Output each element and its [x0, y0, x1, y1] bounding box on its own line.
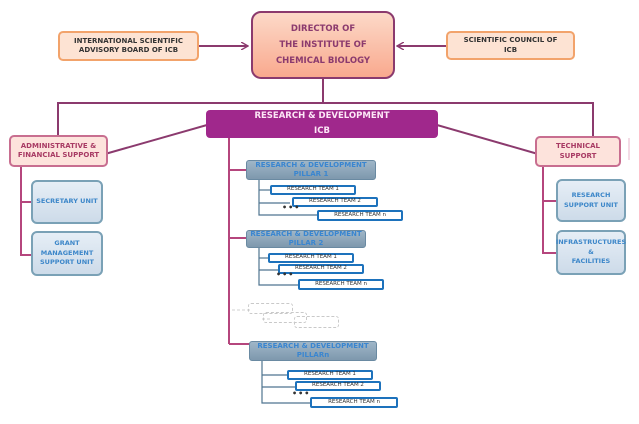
pillar-2-ellipsis: •••	[276, 270, 295, 279]
pillar-1-team-n: RESEARCH TEAM n	[317, 210, 403, 221]
grant-line-3: SUPPORT UNIT	[40, 258, 94, 267]
pillar-1-box: RESEARCH & DEVELOPMENT PILLAR 1	[246, 160, 376, 180]
scientific-council-line-1: SCIENTIFIC COUNCIL OF	[463, 36, 558, 45]
team-label: RESEARCH TEAM n	[328, 398, 380, 405]
grant-management-unit-box: GRANT MANAGEMENT SUPPORT UNIT	[31, 231, 103, 276]
rd-to-admin-line	[104, 124, 208, 155]
admin-line-2: FINANCIAL SUPPORT	[17, 151, 100, 159]
pillar-1-team-1: RESEARCH TEAM 1	[270, 185, 356, 195]
pillar-2-team-2: RESEARCH TEAM 2	[278, 264, 364, 274]
rd-line-2: ICB	[314, 126, 330, 136]
director-box: DIRECTOR OF THE INSTITUTE OF CHEMICAL BI…	[251, 11, 395, 79]
pillar-n-line-1: RESEARCH & DEVELOPMENT	[257, 341, 369, 350]
tech-units-line	[542, 165, 557, 254]
placeholder-team-box	[263, 312, 307, 323]
pillar-1-line-2: PILLAR 1	[293, 170, 329, 178]
technical-support-box: TECHNICAL SUPPORT	[535, 136, 621, 167]
secretary-unit-label: SECRETARY UNIT	[36, 197, 98, 206]
team-label: RESEARCH TEAM 1	[304, 371, 356, 378]
technical-line-2: SUPPORT	[559, 151, 597, 160]
scientific-council-box: SCIENTIFIC COUNCIL OF ICB	[446, 31, 575, 60]
team-label: RESEARCH TEAM n	[315, 280, 367, 287]
infrastructures-facilities-box: INFRASTRUCTURES & FACILITIES	[556, 230, 626, 275]
grant-line-1: GRANT	[54, 238, 80, 247]
cropped-edge	[628, 138, 630, 160]
pillar-n-ellipsis: •••	[292, 389, 311, 398]
director-line-1: DIRECTOR OF	[290, 23, 356, 34]
technical-line-1: TECHNICAL	[555, 142, 601, 151]
team-label: RESEARCH TEAM n	[334, 211, 386, 218]
pillar-1-team-2: RESEARCH TEAM 2	[292, 197, 378, 207]
pillar-2-line-2: PILLAR 2	[288, 239, 324, 247]
admin-financial-support-box: ADMINISTRATIVE & FINANCIAL SUPPORT	[9, 135, 108, 167]
infra-line-3: FACILITIES	[571, 257, 611, 266]
pillar-1-line-1: RESEARCH & DEVELOPMENT	[255, 160, 367, 169]
director-line-3: CHEMICAL BIOLOGY	[275, 56, 371, 67]
top-horizontal-line	[57, 102, 594, 138]
pillar-n-team-1: RESEARCH TEAM 1	[287, 370, 373, 380]
advisory-board-line-2: ADVISORY BOARD OF ICB	[78, 46, 179, 54]
research-support-unit-box: RESEARCH SUPPORT UNIT	[556, 179, 626, 222]
grant-line-2: MANAGEMENT	[40, 248, 94, 257]
team-label: RESEARCH TEAM 1	[285, 254, 337, 261]
infra-line-2: &	[588, 247, 594, 256]
pillar-2-team-1: RESEARCH TEAM 1	[268, 253, 354, 263]
pillar-2-box: RESEARCH & DEVELOPMENT PILLAR 2	[246, 230, 366, 248]
rd-line-1: RESEARCH & DEVELOPMENT	[254, 110, 390, 121]
placeholder-team-box	[294, 316, 339, 328]
advisory-board-box: INTERNATIONAL SCIENTIFIC ADVISORY BOARD …	[58, 31, 199, 61]
secretary-unit-box: SECRETARY UNIT	[31, 180, 103, 224]
research-development-box: RESEARCH & DEVELOPMENT ICB	[206, 110, 438, 138]
admin-units-line	[20, 165, 32, 256]
director-line-2: THE INSTITUTE OF	[279, 39, 367, 50]
infra-line-1: INFRASTRUCTURES	[555, 237, 627, 246]
research-support-line-2: SUPPORT UNIT	[564, 200, 618, 209]
admin-line-1: ADMINISTRATIVE &	[20, 141, 97, 150]
pillar-n-team-n: RESEARCH TEAM n	[310, 397, 398, 408]
scientific-council-line-2: ICB	[503, 45, 518, 54]
research-support-line-1: RESEARCH	[571, 190, 611, 199]
team-label: RESEARCH TEAM 1	[287, 186, 339, 193]
pillar-n-box: RESEARCH & DEVELOPMENT PILLARn	[249, 341, 377, 361]
team-label: RESEARCH TEAM 2	[295, 265, 347, 272]
team-label: RESEARCH TEAM 2	[312, 382, 364, 389]
team-label: RESEARCH TEAM 2	[309, 198, 361, 205]
placeholder-pillar-box	[248, 303, 293, 314]
pillar-n-team-2: RESEARCH TEAM 2	[295, 381, 381, 391]
rd-to-tech-line	[436, 124, 539, 155]
pillar-2-team-n: RESEARCH TEAM n	[298, 279, 384, 290]
pillar-1-ellipsis: •••	[282, 203, 301, 212]
advisory-board-line-1: INTERNATIONAL SCIENTIFIC	[74, 36, 183, 45]
pillar-2-line-1: RESEARCH & DEVELOPMENT	[250, 229, 362, 238]
pillar-n-line-2: PILLARn	[296, 351, 330, 359]
